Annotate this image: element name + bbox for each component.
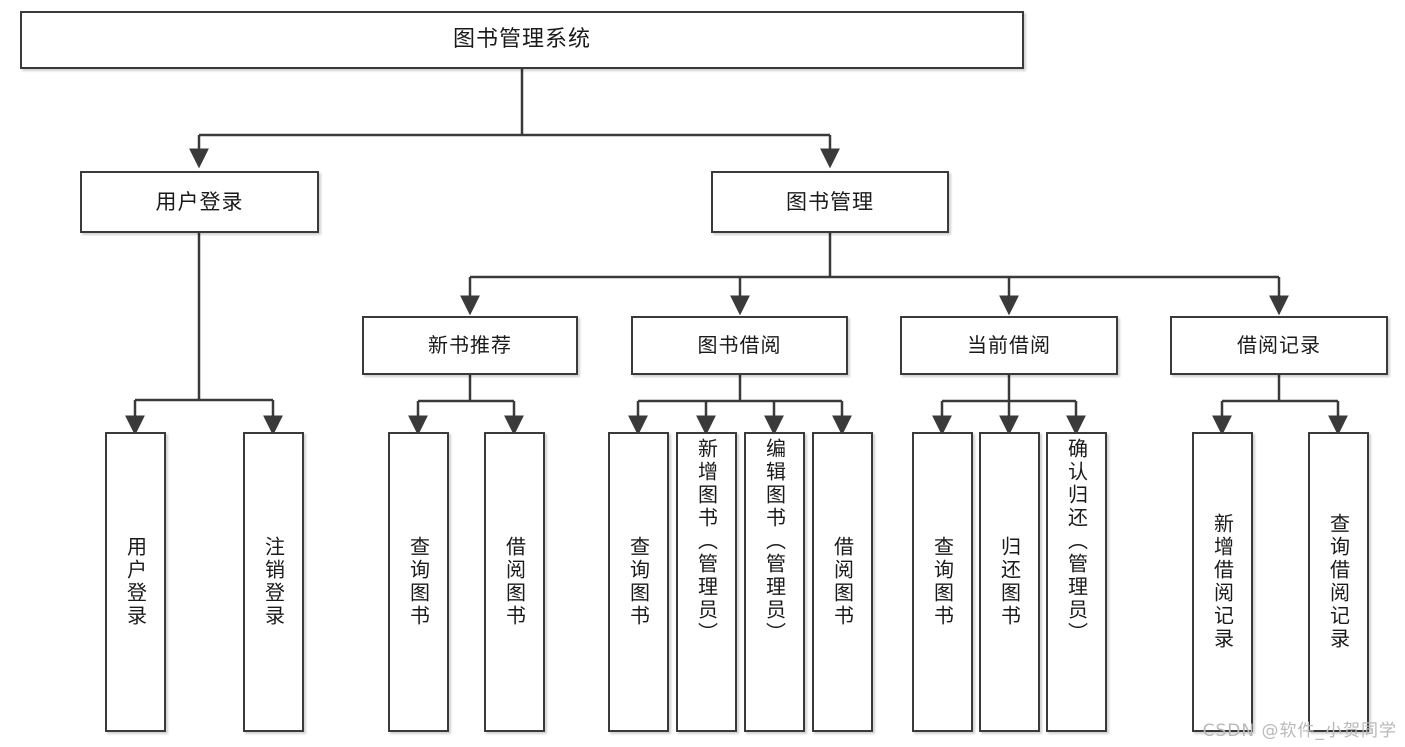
leaf-borrow-book[interactable]: 借阅图书	[812, 432, 873, 732]
leaf-label: 归还图书	[997, 536, 1022, 628]
leaf-return-book[interactable]: 归还图书	[979, 432, 1040, 732]
node-book-borrowing[interactable]: 图书借阅	[631, 316, 848, 375]
node-label: 当前借阅	[967, 333, 1051, 357]
leaf-label: 用户登录	[123, 536, 148, 628]
leaf-label: 借阅图书	[502, 536, 527, 628]
node-borrowing-record[interactable]: 借阅记录	[1170, 316, 1388, 375]
node-current-borrowing[interactable]: 当前借阅	[900, 316, 1118, 375]
watermark-csdn: CSDN @软件_小贺同学	[1202, 721, 1397, 741]
leaf-label: 编辑图书（管理员）	[762, 438, 787, 645]
leaf-label: 借阅图书	[830, 536, 855, 628]
leaf-query-book-borrow[interactable]: 查询图书	[608, 432, 669, 732]
leaf-label: 新增图书（管理员）	[694, 438, 719, 645]
node-new-book-recommendation[interactable]: 新书推荐	[362, 316, 578, 375]
node-book-management[interactable]: 图书管理	[711, 171, 949, 233]
leaf-label: 查询图书	[626, 536, 651, 628]
leaf-confirm-return-admin[interactable]: 确认归还（管理员）	[1046, 432, 1107, 732]
leaf-borrow-book-new[interactable]: 借阅图书	[484, 432, 545, 732]
node-user-login[interactable]: 用户登录	[80, 171, 319, 233]
node-label: 用户登录	[155, 189, 244, 214]
leaf-add-book-admin[interactable]: 新增图书（管理员）	[676, 432, 737, 732]
node-label: 借阅记录	[1237, 333, 1321, 357]
leaf-label: 查询图书	[930, 536, 955, 628]
leaf-query-book-current[interactable]: 查询图书	[912, 432, 973, 732]
leaf-user-login[interactable]: 用户登录	[105, 432, 166, 732]
leaf-label: 查询图书	[406, 536, 431, 628]
leaf-label: 查询借阅记录	[1326, 513, 1351, 651]
leaf-query-borrow-record[interactable]: 查询借阅记录	[1308, 432, 1369, 732]
node-label: 新书推荐	[428, 333, 512, 357]
leaf-label: 新增借阅记录	[1210, 513, 1235, 651]
node-label: 图书借阅	[697, 333, 782, 357]
node-root-library-management-system[interactable]: 图书管理系统	[20, 11, 1024, 69]
node-label: 图书管理系统	[452, 27, 591, 53]
leaf-edit-book-admin[interactable]: 编辑图书（管理员）	[744, 432, 805, 732]
node-label: 图书管理	[786, 189, 874, 214]
leaf-logout[interactable]: 注销登录	[243, 432, 304, 732]
leaf-query-book-new[interactable]: 查询图书	[388, 432, 449, 732]
leaf-label: 确认归还（管理员）	[1064, 438, 1089, 645]
leaf-add-borrow-record[interactable]: 新增借阅记录	[1192, 432, 1253, 732]
leaf-label: 注销登录	[261, 536, 286, 628]
